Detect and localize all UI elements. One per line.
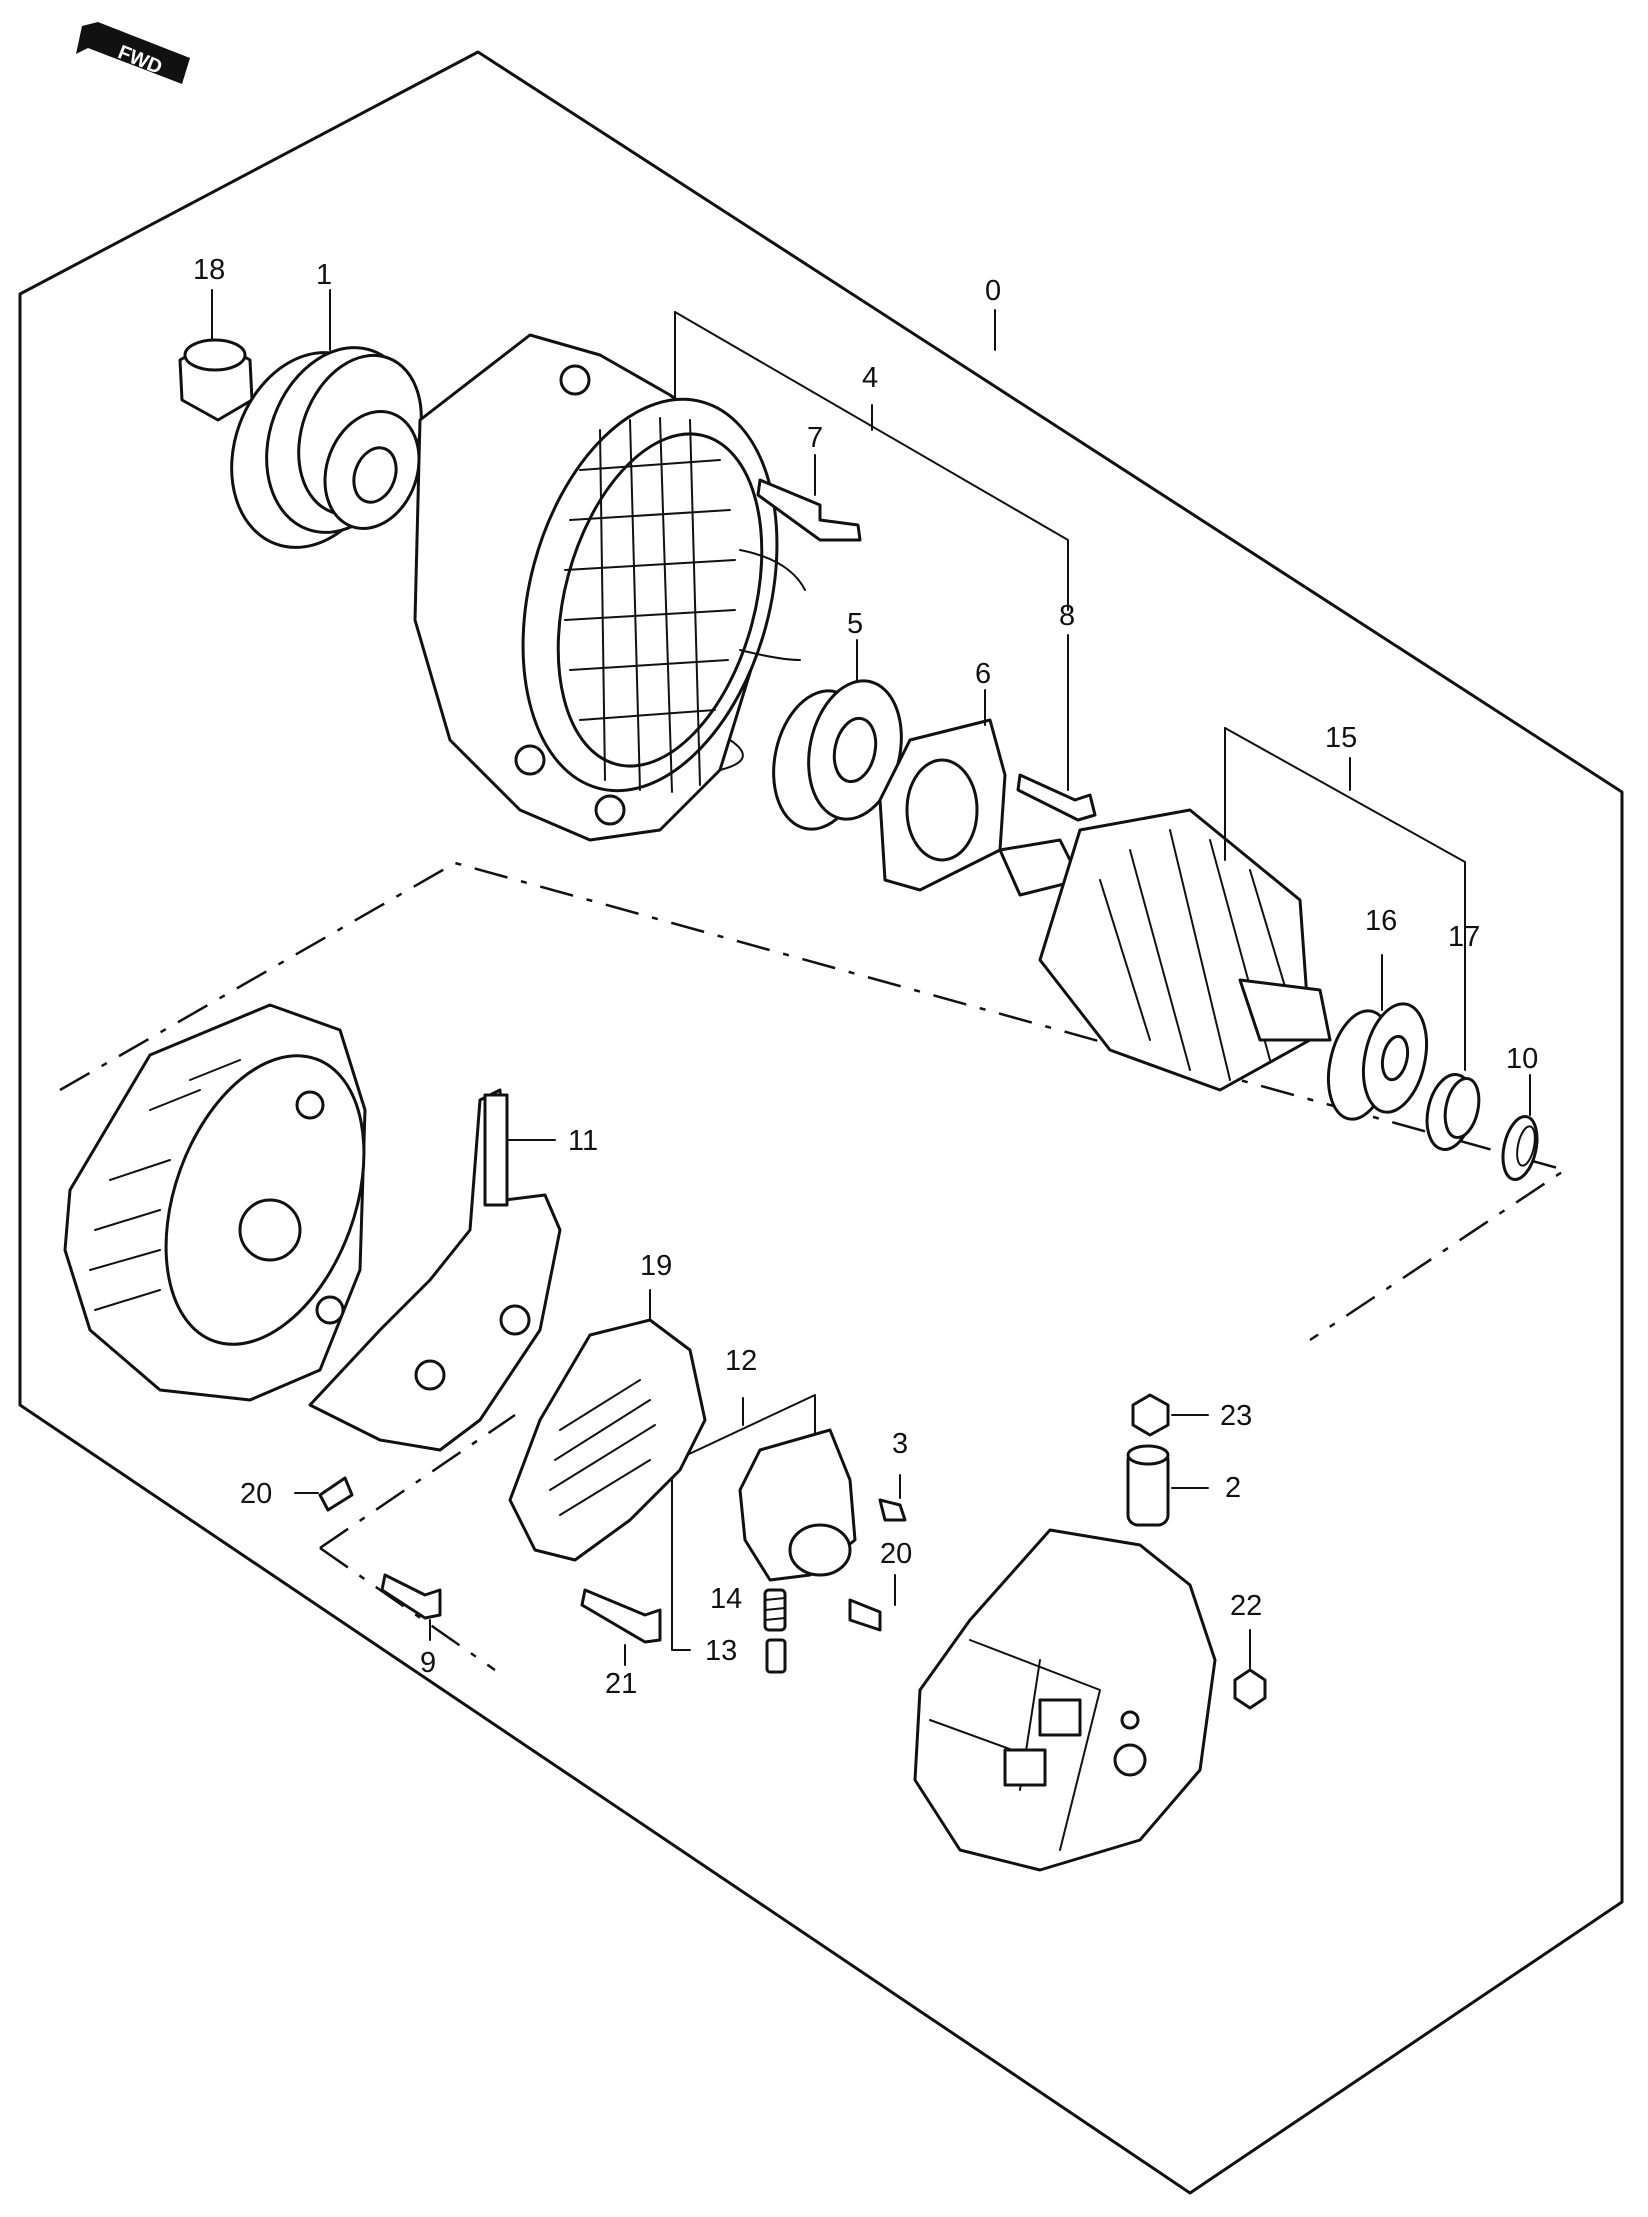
assembly-frame — [18, 50, 1624, 2195]
callout-23: 23 — [1220, 1400, 1252, 1432]
callout-8: 8 — [1059, 600, 1075, 632]
callout-18: 18 — [193, 254, 225, 286]
callout-17: 17 — [1448, 921, 1480, 953]
part-19-regulator — [508, 1289, 707, 1562]
part-20-screw-right — [848, 1574, 896, 1632]
part-22-nut — [1233, 1629, 1267, 1710]
callout-13: 13 — [705, 1635, 737, 1667]
callout-7: 7 — [807, 422, 823, 454]
part-15-rotor — [998, 808, 1332, 1092]
callout-4: 4 — [862, 362, 878, 394]
callout-16: 16 — [1365, 905, 1397, 937]
callout-22: 22 — [1230, 1590, 1262, 1622]
rear-housing — [63, 1003, 367, 1402]
callout-9: 9 — [420, 1647, 436, 1679]
callout-5: 5 — [847, 608, 863, 640]
part-18-nut — [178, 289, 254, 422]
callout-3: 3 — [892, 1428, 908, 1460]
rear-cover — [913, 1528, 1217, 1872]
part-21-bolt — [580, 1588, 662, 1666]
forward-arrow-icon: FWD — [76, 22, 190, 84]
callout-2: 2 — [1225, 1472, 1241, 1504]
callout-20-left: 20 — [240, 1478, 272, 1510]
part-10-washer — [1501, 1074, 1539, 1181]
callout-14: 14 — [710, 1583, 742, 1615]
callout-1: 1 — [316, 259, 332, 291]
part-16-bearing — [1327, 954, 1428, 1121]
part-20-screw-left — [294, 1476, 354, 1512]
part-17-ring — [1425, 1073, 1481, 1151]
callout-12: 12 — [725, 1345, 757, 1377]
part-14-spring — [763, 1588, 787, 1632]
part-7-stud-bolt — [756, 454, 862, 542]
part-23-nut — [1131, 1393, 1209, 1437]
callout-11: 11 — [568, 1125, 598, 1157]
part-9-bolt — [380, 1573, 442, 1641]
callout-21: 21 — [605, 1668, 637, 1700]
callout-labels: 0 1 2 3 4 5 6 7 8 9 10 11 12 13 14 15 16… — [193, 254, 1538, 1700]
part-5-bearing — [772, 639, 903, 831]
callout-20-right: 20 — [880, 1538, 912, 1570]
part-2-insulator — [1126, 1444, 1209, 1527]
part-11-rectifier — [308, 1088, 562, 1452]
callout-0: 0 — [985, 275, 1001, 307]
sub-assembly-dashed-frame — [59, 861, 1568, 1342]
part-8-screw — [1016, 634, 1097, 822]
part-6-retainer-plate — [878, 689, 1007, 892]
part-1-pulley — [230, 289, 423, 549]
part-0-front-housing — [413, 333, 806, 842]
callout-6: 6 — [975, 658, 991, 690]
callout-19: 19 — [640, 1250, 672, 1282]
part-12-brush-holder — [738, 1428, 857, 1582]
part-13-brush — [765, 1638, 787, 1674]
callout-15: 15 — [1325, 722, 1357, 754]
part-3-screw — [878, 1474, 907, 1522]
callout-10: 10 — [1506, 1043, 1538, 1075]
